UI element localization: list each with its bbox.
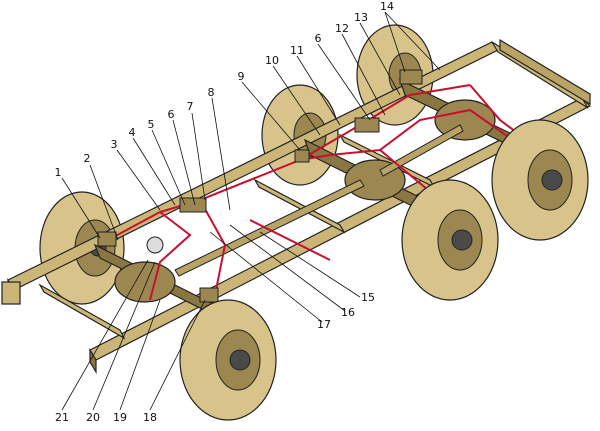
- drive-shafts: [174, 124, 464, 277]
- wheel-front-right: [179, 299, 277, 421]
- callout-13: 13: [354, 11, 368, 24]
- callout-15: 15: [361, 291, 375, 304]
- callout-18: 18: [143, 411, 157, 424]
- brake-components: [97, 69, 423, 303]
- callout-6b: 6: [315, 32, 322, 45]
- callout-1: 1: [55, 166, 62, 179]
- callout-2: 2: [84, 152, 91, 165]
- wheel-rear-right-1: [401, 179, 499, 301]
- callout-3: 3: [111, 138, 118, 151]
- callout-16: 16: [341, 306, 355, 319]
- callout-14: 14: [380, 0, 394, 13]
- callout-5: 5: [148, 118, 155, 131]
- callout-19: 19: [113, 411, 127, 424]
- callout-labels: 1 2 3 4 5 6 7 8 9 10 11 6 12 13 14 15 16…: [55, 0, 395, 424]
- callout-20: 20: [86, 411, 100, 424]
- callout-9: 9: [238, 70, 245, 83]
- callout-7: 7: [187, 100, 194, 113]
- callout-10: 10: [265, 54, 279, 67]
- callout-12: 12: [335, 22, 349, 35]
- callout-6a: 6: [168, 108, 175, 121]
- wheel-rear-right-2: [491, 119, 589, 241]
- callout-21: 21: [55, 411, 69, 424]
- callout-4: 4: [129, 126, 136, 139]
- leader-lines: [61, 11, 441, 411]
- callout-11: 11: [290, 44, 304, 57]
- callout-8: 8: [208, 86, 215, 99]
- callout-17: 17: [317, 318, 331, 331]
